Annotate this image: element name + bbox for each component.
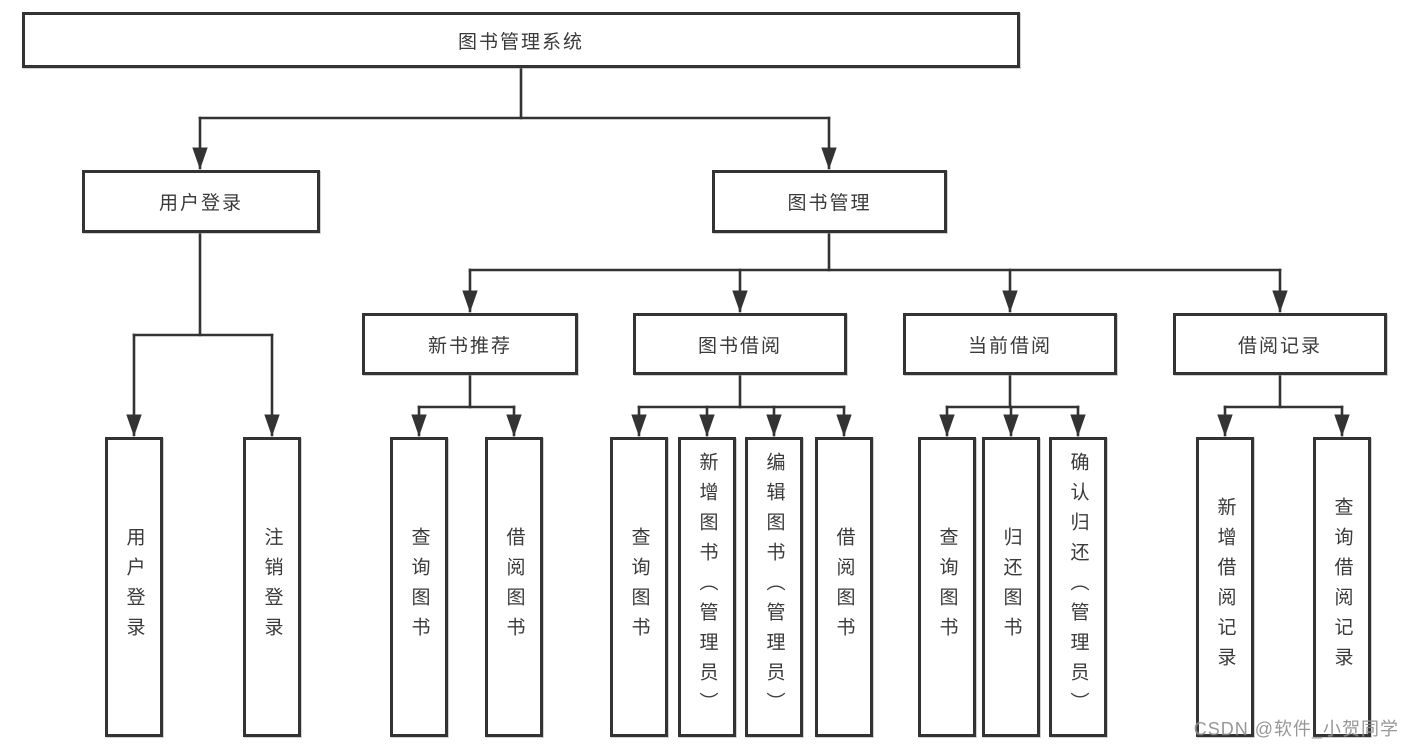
node-book-management-label: 图书管理 (787, 193, 872, 214)
leaf-bb-edit-books-admin-label: 编辑图书（管理员） (763, 452, 785, 722)
node-root: 图书管理系统 (22, 12, 1020, 68)
leaf-nb-query-books-label: 查询图书 (408, 527, 430, 647)
leaf-bb-borrow-books: 借阅图书 (815, 437, 873, 737)
leaf-nb-borrow-books-label: 借阅图书 (503, 527, 525, 647)
node-borrow-records: 借阅记录 (1173, 313, 1387, 375)
node-book-borrow-label: 图书借阅 (697, 335, 782, 357)
leaf-bb-query-books-label: 查询图书 (628, 527, 650, 647)
leaf-bb-add-books-admin: 新增图书（管理员） (678, 437, 736, 737)
leaf-cb-query-books: 查询图书 (918, 437, 976, 737)
leaf-bb-query-books: 查询图书 (610, 437, 668, 737)
leaf-cb-confirm-return-admin-label: 确认归还（管理员） (1067, 452, 1089, 722)
csdn-watermark: CSDN @软件_小贺同学 (1193, 719, 1399, 739)
node-root-label: 图书管理系统 (457, 31, 584, 53)
leaf-bb-edit-books-admin: 编辑图书（管理员） (745, 437, 803, 737)
node-book-borrow: 图书借阅 (633, 313, 847, 375)
node-borrow-records-label: 借阅记录 (1237, 335, 1322, 357)
leaf-cb-query-books-label: 查询图书 (936, 527, 958, 647)
leaf-br-add-record-label: 新增借阅记录 (1214, 497, 1236, 677)
leaf-user-login-label: 用户登录 (123, 527, 145, 647)
leaf-br-query-record: 查询借阅记录 (1313, 437, 1371, 737)
node-book-management: 图书管理 (712, 170, 947, 233)
leaf-nb-borrow-books: 借阅图书 (485, 437, 543, 737)
node-user-login: 用户登录 (82, 170, 320, 233)
leaf-logout: 注销登录 (243, 437, 301, 737)
leaf-cb-confirm-return-admin: 确认归还（管理员） (1049, 437, 1107, 737)
node-current-borrow: 当前借阅 (903, 313, 1117, 375)
node-new-book-recommend: 新书推荐 (362, 313, 578, 375)
leaf-bb-add-books-admin-label: 新增图书（管理员） (696, 452, 718, 722)
leaf-logout-label: 注销登录 (261, 527, 283, 647)
leaf-br-query-record-label: 查询借阅记录 (1331, 497, 1353, 677)
leaf-bb-borrow-books-label: 借阅图书 (833, 527, 855, 647)
node-current-borrow-label: 当前借阅 (967, 335, 1052, 357)
node-new-book-recommend-label: 新书推荐 (427, 335, 512, 357)
node-user-login-label: 用户登录 (158, 193, 243, 214)
leaf-cb-return-books: 归还图书 (982, 437, 1040, 737)
leaf-br-add-record: 新增借阅记录 (1196, 437, 1254, 737)
leaf-nb-query-books: 查询图书 (390, 437, 448, 737)
leaf-cb-return-books-label: 归还图书 (1000, 527, 1022, 647)
leaf-user-login: 用户登录 (105, 437, 163, 737)
